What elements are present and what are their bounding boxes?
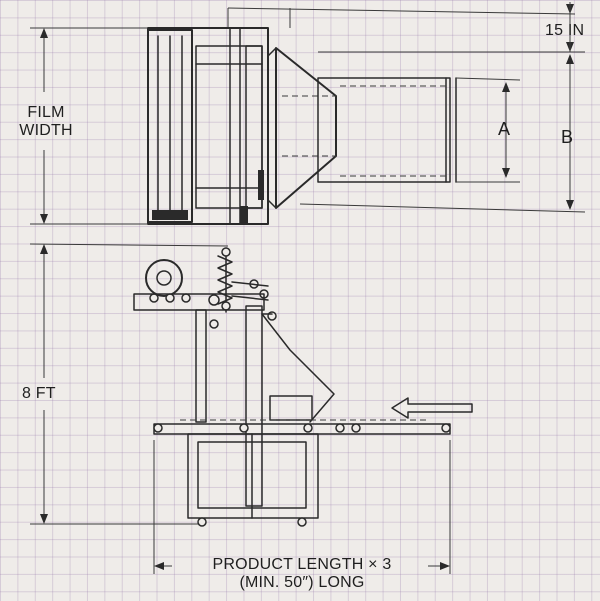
dimension-b-label: B	[561, 127, 574, 147]
elevation-view	[29, 243, 473, 574]
dimension-15-in: 15 IN	[545, 22, 585, 39]
film-width-label: FILM WIDTH	[8, 104, 84, 140]
film-width-line2: WIDTH	[19, 122, 73, 139]
product-length-line1: PRODUCT LENGTH × 3	[212, 556, 392, 573]
product-length-line2: (MIN. 50″) LONG	[239, 574, 365, 591]
height-8-ft-label: 8 FT	[22, 385, 56, 402]
product-length-label: PRODUCT LENGTH × 3 (MIN. 50″) LONG	[162, 556, 442, 592]
dimension-a-label: A	[498, 119, 511, 139]
plan-view	[30, 2, 586, 225]
film-width-line1: FILM	[27, 104, 65, 121]
